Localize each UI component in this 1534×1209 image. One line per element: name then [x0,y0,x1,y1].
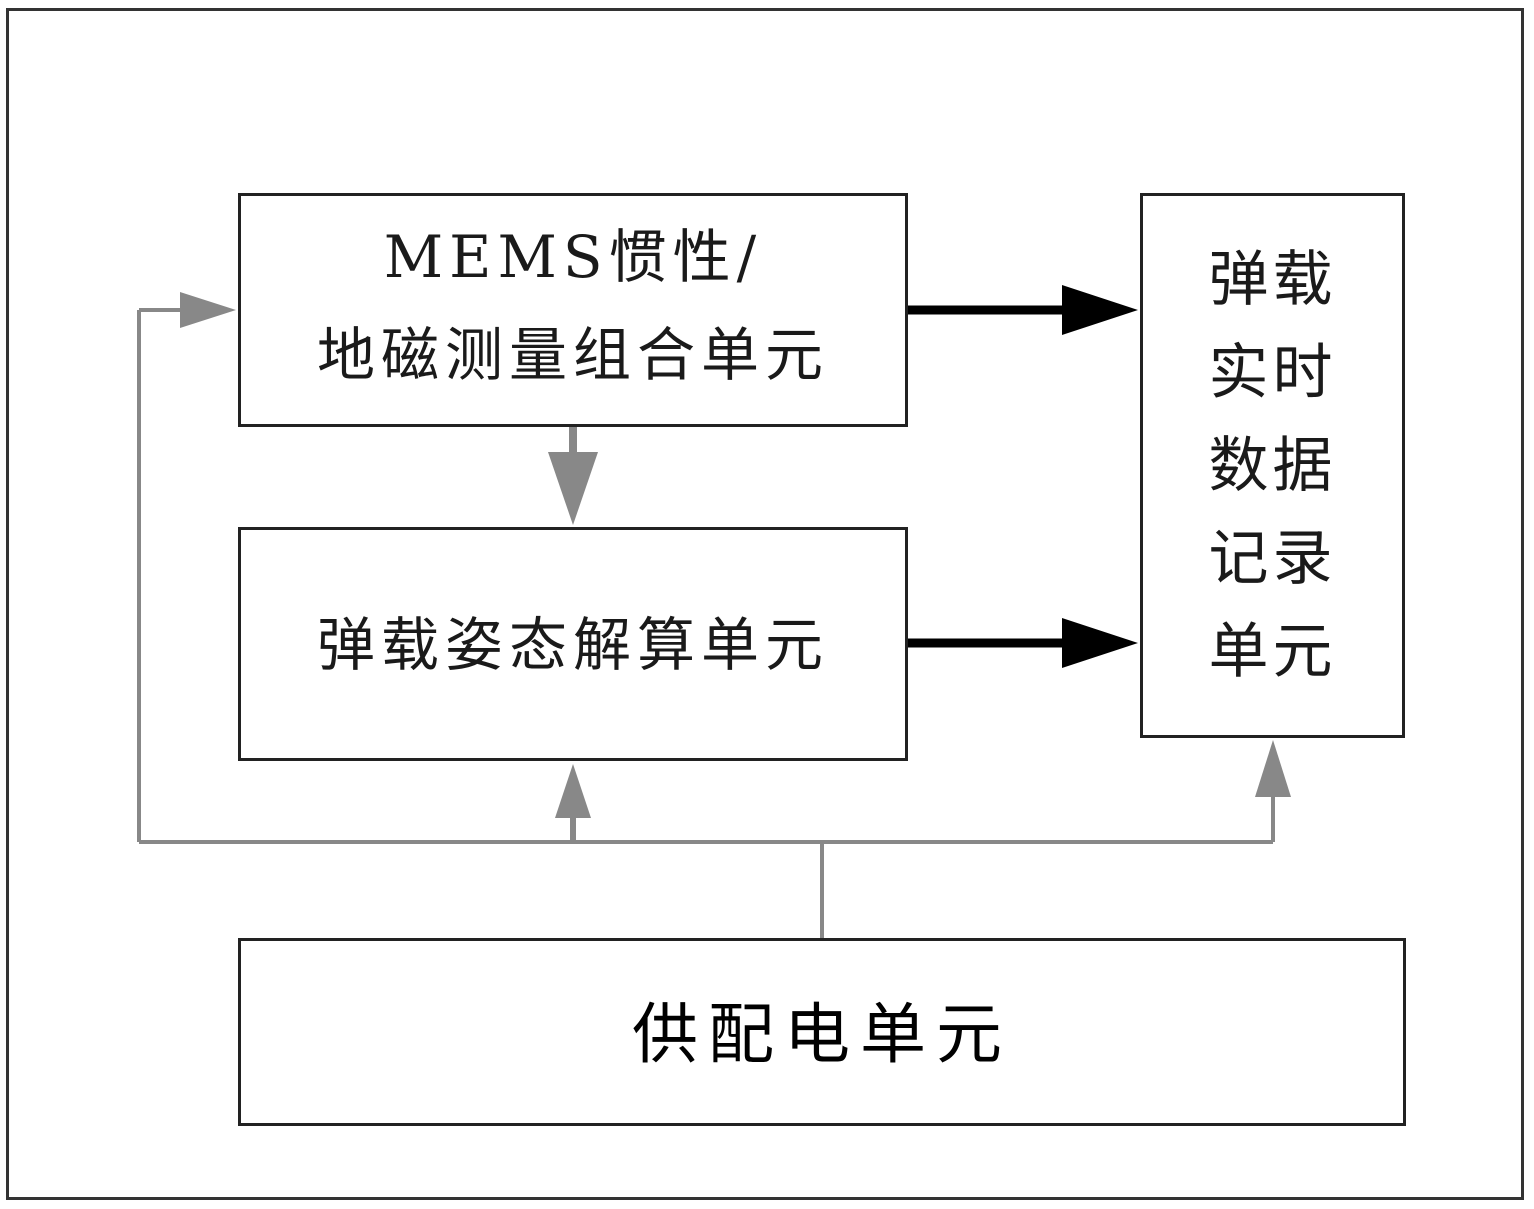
mems-measurement-unit-box: MEMS惯性/ 地磁测量组合单元 [238,193,908,427]
edge-power-to-attitude [555,764,591,842]
power-label: 供配电单元 [241,999,1403,1072]
power-distribution-unit-box: 供配电单元 [238,938,1406,1126]
power-bus [139,842,1273,938]
attitude-label: 弹载姿态解算单元 [241,614,905,678]
recorder-label-part: 记录 [1143,513,1402,606]
realtime-data-recorder-box: 弹载 实时 数据 记录 单元 [1140,193,1405,738]
recorder-label-part: 单元 [1143,606,1402,699]
edge-mems-to-attitude [548,427,598,525]
recorder-label-part: 弹载 [1143,234,1402,327]
recorder-label-part: 数据 [1143,420,1402,513]
edge-attitude-to-recorder [908,618,1138,668]
recorder-label-part: 实时 [1143,327,1402,420]
edge-power-to-recorder [1255,740,1291,842]
edge-mems-to-recorder [908,285,1138,335]
edge-power-to-mems [139,292,236,842]
attitude-solver-unit-box: 弹载姿态解算单元 [238,527,908,761]
mems-label-line1: MEMS惯性/ [241,226,905,290]
mems-label-line2: 地磁测量组合单元 [241,324,905,388]
recorder-label: 弹载 实时 数据 记录 单元 [1143,234,1402,699]
